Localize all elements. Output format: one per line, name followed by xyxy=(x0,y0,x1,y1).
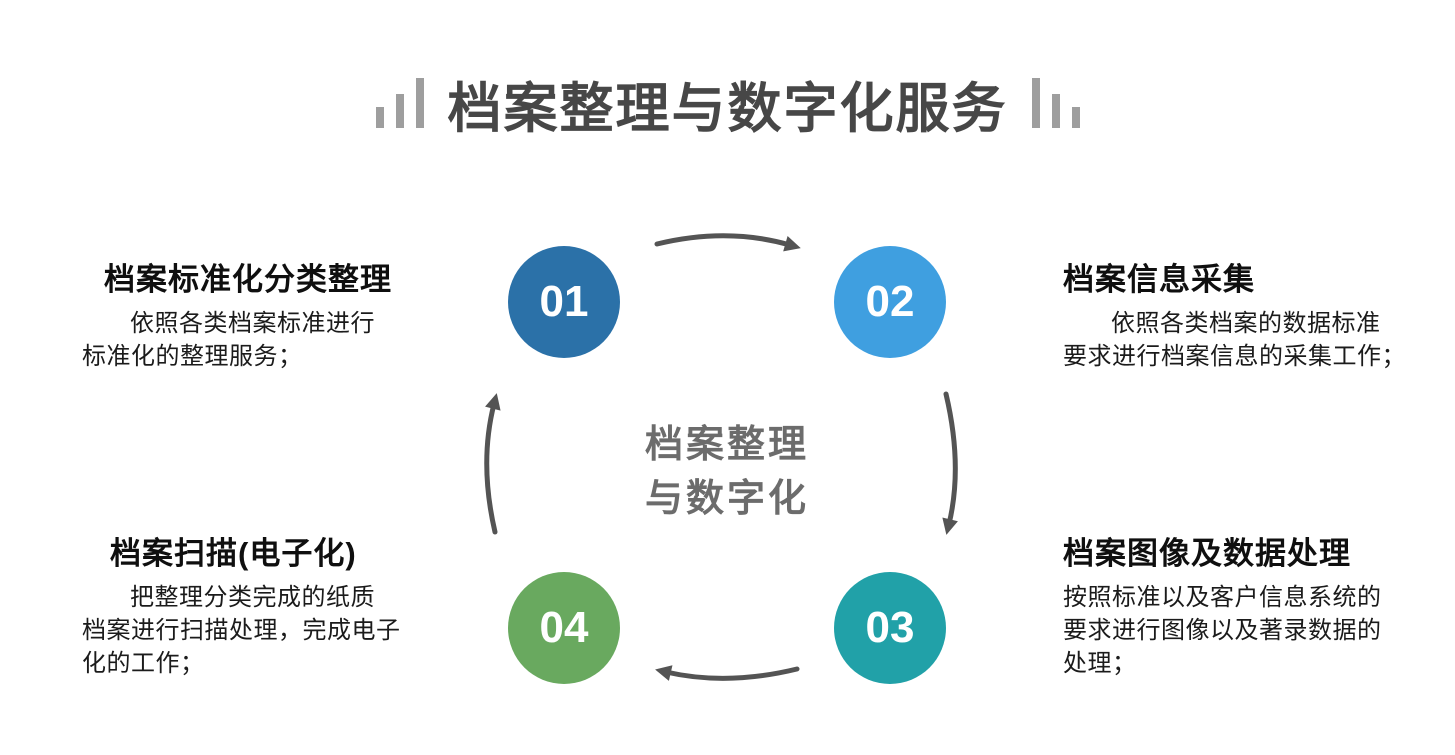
step-text-block-1: 档案标准化分类整理 依照各类档案标准进行 标准化的整理服务； xyxy=(82,262,422,373)
arrow-top-icon xyxy=(654,233,801,252)
arrow-right-icon xyxy=(942,391,958,535)
bar-icon xyxy=(1051,94,1060,129)
step-number: 03 xyxy=(865,603,915,652)
step-title: 档案扫描(电子化) xyxy=(110,536,357,571)
step-body: 按照标准以及客户信息系统的 要求进行图像以及著录数据的 处理； xyxy=(1063,583,1382,677)
step-circle-4: 04 xyxy=(508,572,620,684)
step-circle-1: 01 xyxy=(508,246,620,358)
step-title: 档案图像及数据处理 xyxy=(1063,536,1351,571)
step-text-block-3: 档案图像及数据处理 按照标准以及客户信息系统的 要求进行图像以及著录数据的 处理… xyxy=(1063,536,1433,680)
step-text-block-2: 档案信息采集 依照各类档案的数据标准 要求进行档案信息的采集工作； xyxy=(1063,262,1433,373)
arrow-bottom-icon xyxy=(655,665,800,681)
bar-icon xyxy=(415,78,424,129)
ascending-bars-icon xyxy=(375,78,424,129)
page-title: 档案整理与数字化服务 xyxy=(447,79,1008,139)
step-body: 把整理分类完成的纸质 档案进行扫描处理，完成电子 化的工作； xyxy=(82,583,401,677)
step-number: 02 xyxy=(865,277,915,326)
step-body: 依照各类档案的数据标准 要求进行档案信息的采集工作； xyxy=(1063,309,1406,370)
step-title: 档案标准化分类整理 xyxy=(104,262,392,297)
header: 档案整理与数字化服务 xyxy=(0,78,1455,140)
cycle-center-label: 档案整理 与数字化 xyxy=(577,418,877,526)
step-number: 01 xyxy=(539,277,589,326)
center-label-line2: 与数字化 xyxy=(644,478,809,520)
step-text-block-4: 档案扫描(电子化) 把整理分类完成的纸质 档案进行扫描处理，完成电子 化的工作； xyxy=(82,536,437,680)
step-circle-3: 03 xyxy=(834,572,946,684)
arrow-left-icon xyxy=(484,393,501,535)
bar-icon xyxy=(1071,107,1080,129)
center-label-line1: 档案整理 xyxy=(644,424,809,466)
bar-icon xyxy=(375,107,384,129)
step-body: 依照各类档案标准进行 标准化的整理服务； xyxy=(82,309,375,370)
step-circle-2: 02 xyxy=(834,246,946,358)
descending-bars-icon xyxy=(1031,78,1080,129)
bar-icon xyxy=(395,94,404,129)
step-title: 档案信息采集 xyxy=(1063,262,1255,297)
step-number: 04 xyxy=(539,603,589,652)
bar-icon xyxy=(1031,78,1040,129)
